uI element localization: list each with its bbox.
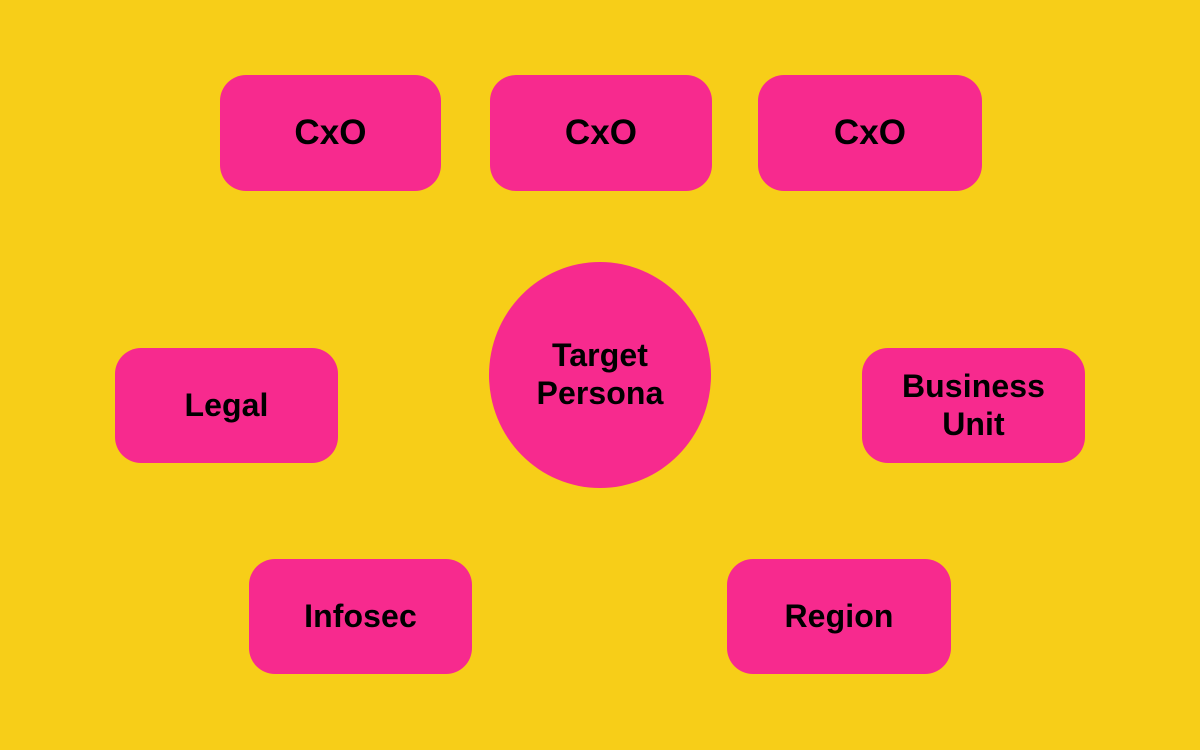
node-label-line-1: Target (551, 337, 648, 374)
node-label: CxO (294, 113, 367, 153)
node-label: CxO (833, 113, 907, 153)
node-cxo-3[interactable]: CxO (758, 75, 982, 191)
node-cxo-1[interactable]: CxO (220, 75, 441, 191)
node-region[interactable]: Region (727, 559, 951, 674)
node-label: CxO (564, 113, 638, 153)
node-legal[interactable]: Legal (115, 348, 338, 463)
node-infosec[interactable]: Infosec (249, 559, 472, 674)
node-cxo-2[interactable]: CxO (490, 75, 712, 191)
node-label: Infosec (304, 597, 417, 634)
node-label-line-2: Persona (536, 375, 664, 411)
node-label: Legal (184, 386, 269, 423)
node-label: Region (784, 597, 894, 634)
node-label-line-2: Unit (942, 405, 1005, 442)
node-label-line-1: Business (901, 367, 1046, 404)
